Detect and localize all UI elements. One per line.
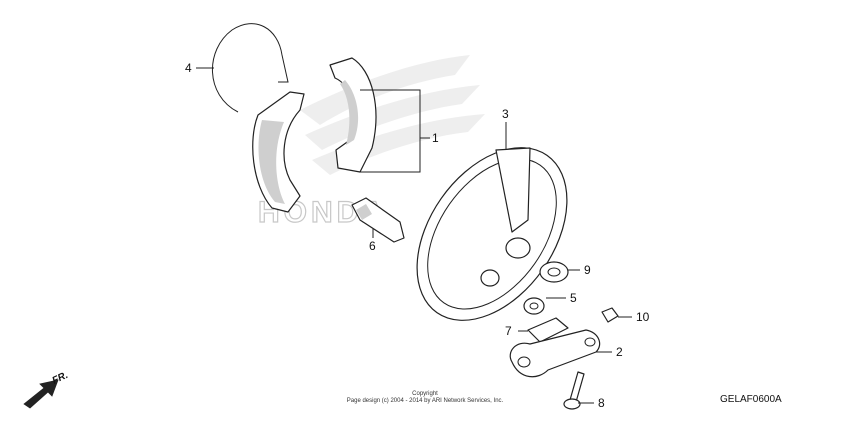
callout-6[interactable]: 6	[369, 239, 376, 253]
copyright-line-2: Page design (c) 2004 - 2014 by ARI Netwo…	[347, 398, 504, 404]
callout-8[interactable]: 8	[598, 396, 605, 410]
part-6-brake-cam[interactable]	[351, 197, 405, 243]
part-2-brake-arm[interactable]	[509, 329, 601, 378]
callout-7[interactable]: 7	[505, 324, 512, 338]
callout-labels: 4 1 3 6 9 5 7 10 2 8	[185, 61, 650, 410]
part-4-snap-ring[interactable]	[211, 23, 289, 113]
part-3-brake-panel[interactable]	[386, 120, 598, 348]
callout-4[interactable]: 4	[185, 61, 192, 75]
part-10-nut[interactable]	[601, 307, 619, 323]
callout-2[interactable]: 2	[616, 345, 623, 359]
part-5-seal[interactable]	[523, 297, 545, 315]
direction-arrow-icon	[23, 379, 59, 409]
part-8-bolt[interactable]	[563, 371, 585, 410]
part-1-brake-shoe-set[interactable]	[252, 57, 421, 213]
callout-1[interactable]: 1	[432, 131, 439, 145]
direction-label: FR.	[51, 370, 70, 387]
callout-9[interactable]: 9	[584, 263, 591, 277]
callout-3[interactable]: 3	[502, 107, 509, 121]
copyright-line-1: Copyright	[412, 391, 438, 397]
leader-lines	[196, 67, 632, 404]
callout-5[interactable]: 5	[570, 291, 577, 305]
front-direction-indicator: FR.	[23, 370, 70, 409]
part-7-wear-indicator[interactable]	[527, 317, 569, 343]
callout-10[interactable]: 10	[636, 310, 650, 324]
diagram-code: GELAF0600A	[720, 394, 782, 405]
part-9-bushing[interactable]	[539, 261, 569, 283]
